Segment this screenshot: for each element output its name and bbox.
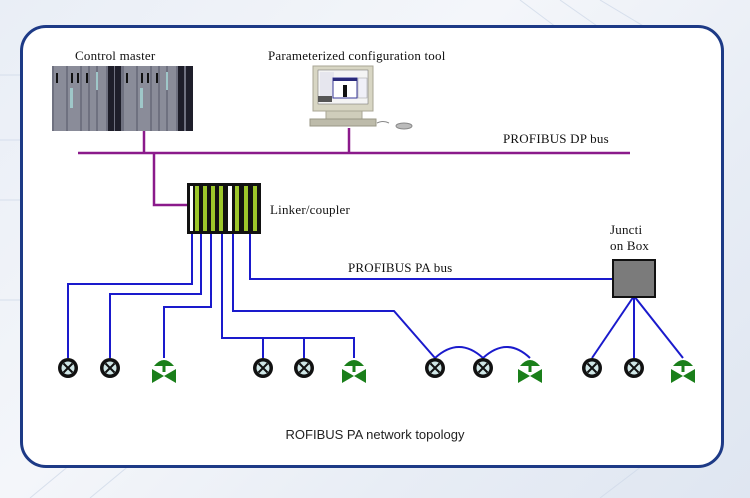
transmitter-icon bbox=[253, 358, 273, 378]
junction-box-label-line2: on Box bbox=[610, 238, 649, 253]
transmitter-icon bbox=[294, 358, 314, 378]
pa-bus-wiring bbox=[67, 234, 684, 359]
transmitter-icon bbox=[425, 358, 445, 378]
pa-bus-label: PROFIBUS PA bus bbox=[348, 260, 452, 275]
valve-icon bbox=[152, 360, 176, 383]
valve-icon bbox=[518, 360, 542, 383]
linker-coupler-label: Linker/coupler bbox=[270, 202, 351, 217]
config-tool-label: Parameterized configuration tool bbox=[268, 48, 446, 63]
diagram-caption: ROFIBUS PA network topology bbox=[285, 427, 465, 442]
valve-icon bbox=[342, 360, 366, 383]
transmitter-icon bbox=[100, 358, 120, 378]
valve-icon bbox=[671, 360, 695, 383]
field-devices bbox=[58, 358, 695, 383]
transmitter-icon bbox=[473, 358, 493, 378]
dp-bus-line bbox=[78, 128, 630, 207]
transmitter-icon bbox=[624, 358, 644, 378]
transmitter-icon bbox=[58, 358, 78, 378]
dp-bus-label: PROFIBUS DP bus bbox=[503, 131, 609, 146]
junction-box bbox=[612, 259, 656, 298]
junction-box-label-line1: Juncti bbox=[610, 222, 642, 237]
control-master-rack bbox=[52, 66, 193, 131]
computer-icon bbox=[309, 65, 413, 130]
transmitter-icon bbox=[582, 358, 602, 378]
control-master-label: Control master bbox=[75, 48, 156, 63]
linker-coupler-module bbox=[187, 183, 261, 234]
